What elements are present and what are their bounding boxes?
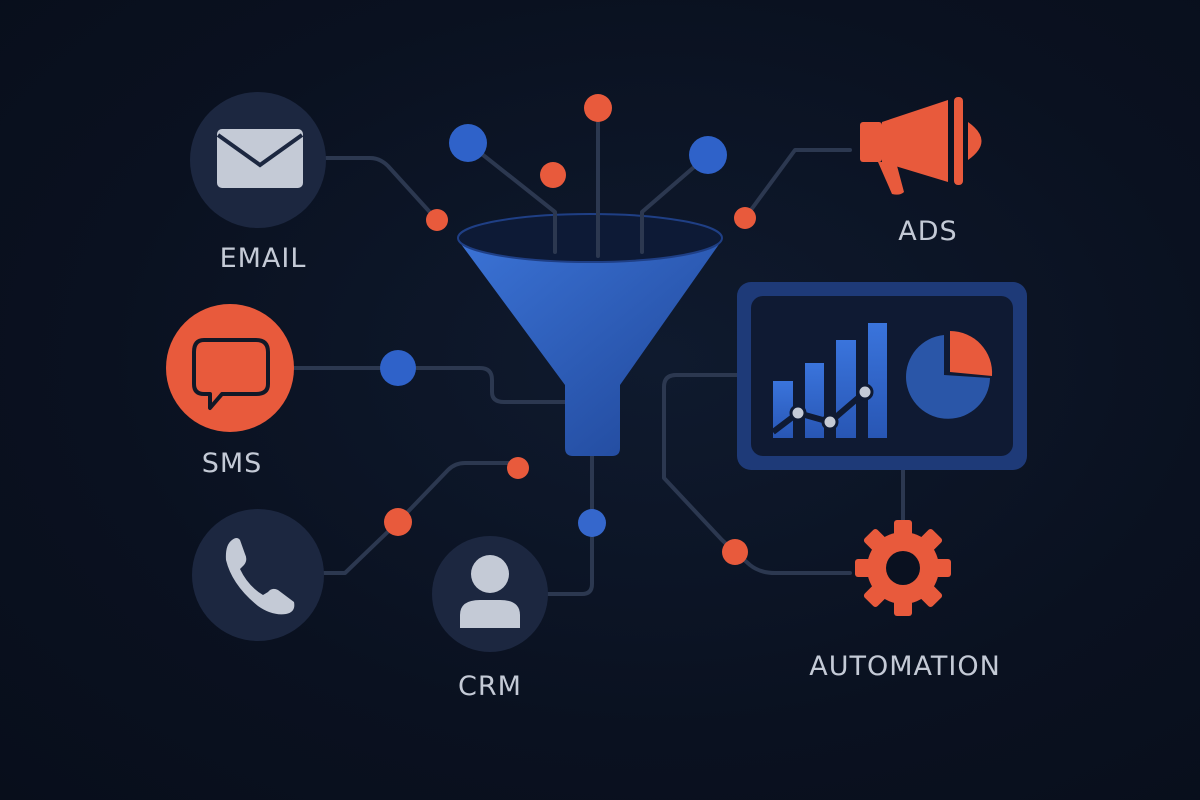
ads-node: ADS [860, 97, 982, 247]
user-icon [460, 555, 520, 628]
automation-label: AUTOMATION [809, 651, 1001, 682]
dashboard-chart-icon [737, 282, 1027, 470]
email-label: EMAIL [220, 243, 307, 274]
ads-label: ADS [898, 216, 957, 247]
automation-node: AUTOMATION [809, 520, 1001, 682]
megaphone-icon [860, 97, 982, 195]
chat-bubble-icon [192, 338, 270, 410]
sms-node: SMS [166, 304, 294, 479]
phone-icon [225, 538, 295, 615]
phone-node [192, 509, 324, 641]
connector-dots [380, 94, 756, 565]
gear-icon [855, 520, 951, 616]
crm-label: CRM [458, 671, 522, 702]
email-node: EMAIL [190, 92, 326, 274]
funnel-icon [457, 198, 723, 456]
envelope-icon [216, 129, 304, 188]
crm-node: CRM [432, 536, 548, 702]
sms-label: SMS [202, 448, 263, 479]
